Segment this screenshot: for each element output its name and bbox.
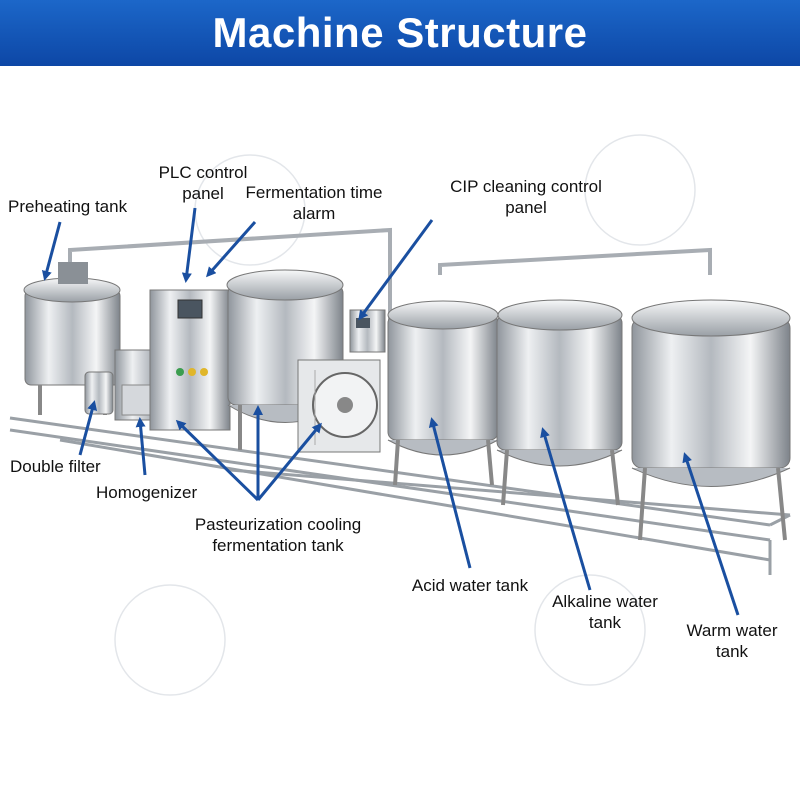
label-pasteurization-tank: Pasteurization cooling fermentation tank bbox=[194, 515, 362, 555]
label-homogenizer: Homogenizer bbox=[96, 483, 198, 502]
label-warm-water-tank: Warm water tank bbox=[686, 621, 778, 661]
pointer-arrows bbox=[41, 207, 740, 616]
page-title: Machine Structure bbox=[212, 9, 588, 56]
arrow-pasteurization-1 bbox=[175, 419, 260, 502]
cip-control-box bbox=[349, 309, 386, 353]
plc-cabinet bbox=[149, 289, 231, 431]
arrow-double-filter bbox=[78, 400, 98, 456]
label-plc-control-panel: PLC control panel bbox=[158, 163, 248, 203]
label-acid-water-tank: Acid water tank bbox=[411, 576, 529, 595]
title-banner: Machine Structure bbox=[0, 0, 800, 66]
warm-water-tank bbox=[631, 299, 791, 541]
label-fermentation-alarm: Fermentation time alarm bbox=[245, 183, 383, 223]
label-alkaline-water-tank: Alkaline water tank bbox=[552, 592, 658, 632]
arrow-fermentation-alarm bbox=[206, 221, 257, 278]
acid-water-tank bbox=[387, 300, 499, 486]
arrow-homogenizer bbox=[135, 417, 147, 476]
label-double-filter: Double filter bbox=[10, 457, 101, 476]
alkaline-water-tank bbox=[496, 299, 623, 506]
arrow-acid bbox=[428, 417, 472, 569]
label-preheating-tank: Preheating tank bbox=[8, 197, 128, 216]
arrow-cip bbox=[358, 219, 434, 321]
arrow-alkaline bbox=[540, 427, 592, 591]
arrow-preheating bbox=[41, 221, 62, 281]
label-cip-control-panel: CIP cleaning control panel bbox=[450, 177, 602, 217]
arrow-plc bbox=[181, 207, 197, 283]
arrow-warm bbox=[682, 452, 740, 616]
preheating-tank bbox=[23, 262, 121, 415]
arrow-pasteurization-3 bbox=[256, 422, 322, 501]
